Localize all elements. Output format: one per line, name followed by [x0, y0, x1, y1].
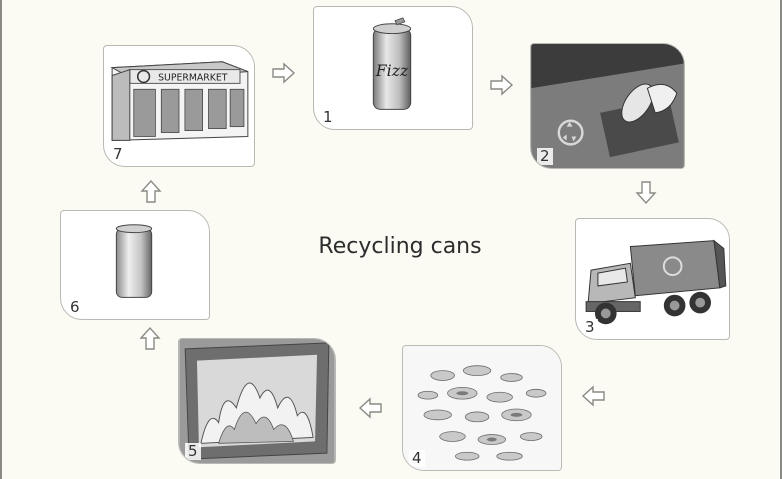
arrow-up-6-to-7-icon — [138, 178, 164, 204]
collection-truck-image — [576, 219, 729, 339]
step-6-card: 6 — [60, 210, 210, 320]
new-can-image — [61, 211, 209, 319]
step-5-card: 5 — [178, 338, 336, 464]
arrow-left-3-to-4-icon — [580, 383, 606, 409]
crushed-cans-image — [403, 346, 561, 470]
arrow-down-2-to-3-icon — [633, 180, 659, 206]
supermarket-sign: SUPERMARKET — [158, 72, 228, 83]
arrow-left-4-to-5-icon — [357, 395, 383, 421]
step-3-number: 3 — [582, 319, 598, 336]
fizz-brand-label: Fizz — [375, 61, 409, 80]
step-4-card: 4 — [402, 345, 562, 471]
arrow-right-7-to-1-icon — [271, 60, 297, 86]
step-2-card: 2 — [530, 43, 685, 169]
step-4-number: 4 — [409, 450, 425, 467]
step-3-card: 3 — [575, 218, 730, 340]
supermarket-image: SUPERMARKET — [104, 46, 254, 166]
step-7-card: SUPERMARKET 7 — [103, 45, 255, 167]
step-5-number: 5 — [185, 443, 201, 460]
step-2-number: 2 — [537, 148, 553, 165]
recycling-bin-image — [531, 44, 684, 168]
step-7-number: 7 — [110, 146, 126, 163]
step-1-number: 1 — [320, 109, 336, 126]
arrow-up-5-to-6-icon — [137, 325, 163, 351]
step-1-card: Fizz 1 — [313, 6, 473, 130]
arrow-right-1-to-2-icon — [489, 72, 515, 98]
step-6-number: 6 — [67, 299, 83, 316]
fizz-can-image: Fizz — [314, 7, 472, 129]
furnace-flames-image — [179, 339, 335, 463]
diagram-title: Recycling cans — [300, 234, 500, 259]
